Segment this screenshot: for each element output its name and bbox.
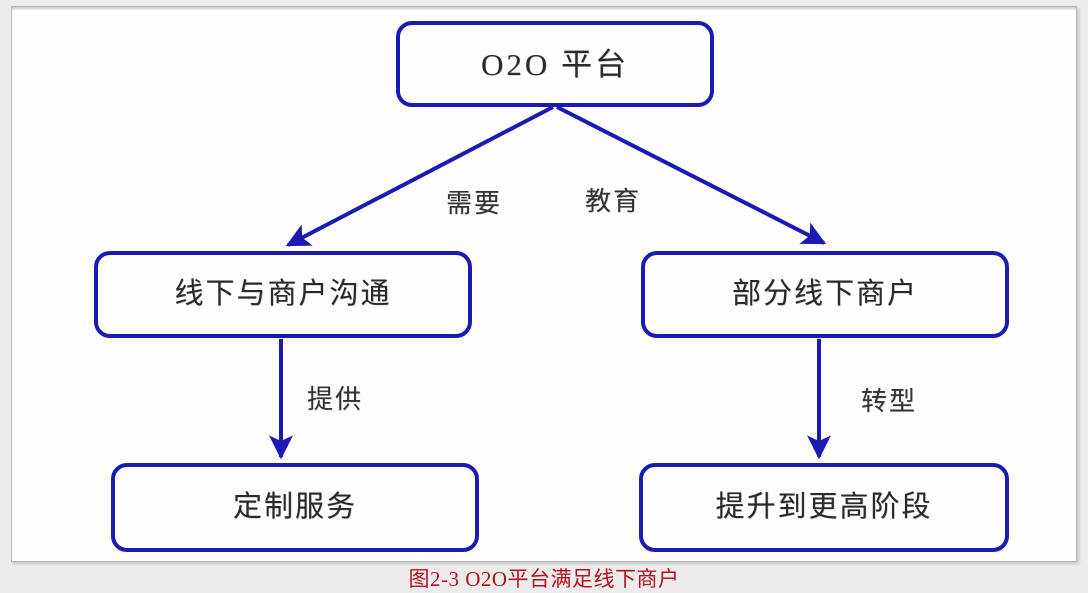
edge-label-transform: 转型 — [861, 387, 918, 416]
node-offline-merchant-communication[interactable]: 线下与商户沟通 — [94, 251, 472, 338]
node-customized-service[interactable]: 定制服务 — [111, 463, 479, 552]
node-label-upgrade-to-higher-stage: 提升到更高阶段 — [715, 491, 933, 523]
edge-label-provide: 提供 — [307, 385, 364, 414]
node-label-o2o-platform: O2O 平台 — [480, 46, 630, 82]
figure-caption: 图2-3 O2O平台满足线下商户 — [408, 567, 680, 591]
edge-root-to-merchants — [556, 105, 827, 245]
node-label-customized-service: 定制服务 — [232, 491, 357, 523]
node-upgrade-to-higher-stage[interactable]: 提升到更高阶段 — [639, 463, 1009, 552]
node-some-offline-merchants[interactable]: 部分线下商户 — [641, 251, 1009, 338]
edge-label-educate: 教育 — [585, 187, 642, 216]
node-label-some-offline-merchants: 部分线下商户 — [731, 278, 918, 310]
edge-label-need: 需要 — [446, 189, 503, 218]
diagram-image-panel: O2O 平台 线下与商户沟通 部分线下商户 定制服务 提升到更高阶段 需要 教育… — [11, 6, 1077, 562]
node-o2o-platform[interactable]: O2O 平台 — [396, 21, 714, 107]
node-label-offline-merchant-communication: 线下与商户沟通 — [174, 278, 392, 310]
connector-layer — [269, 105, 832, 460]
edge-root-to-offline — [285, 105, 554, 247]
